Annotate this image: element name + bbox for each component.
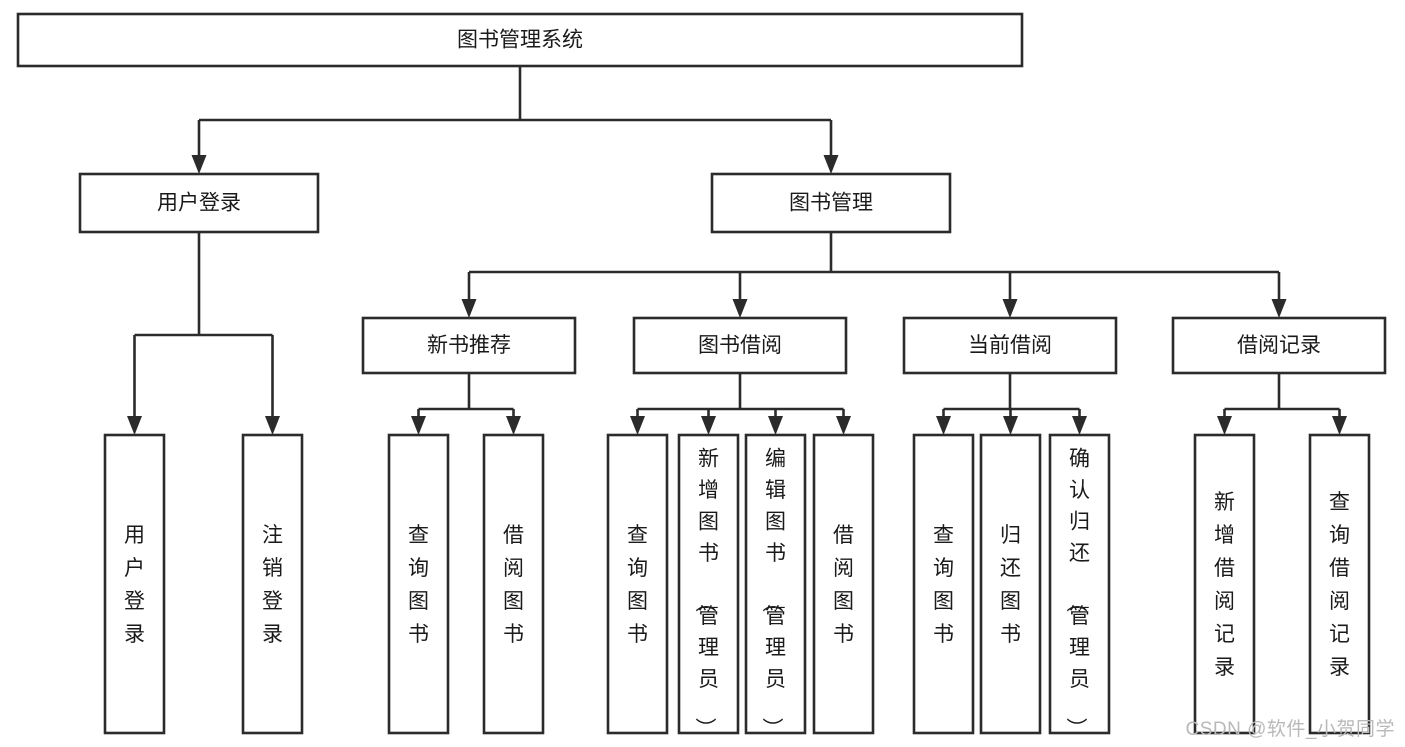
arrow-head-icon xyxy=(836,416,851,435)
node-label-book-borrow: 图书借阅 xyxy=(698,334,782,357)
arrow-head-icon xyxy=(1003,416,1018,435)
node-book-manage[interactable]: 图书管理 xyxy=(710,172,952,234)
arrow-head-icon xyxy=(768,416,783,435)
node-box-query-book-1[interactable] xyxy=(387,433,450,735)
node-root[interactable]: 图书管理系统 xyxy=(16,12,1024,68)
node-borrow-book-2[interactable]: 借阅图书 xyxy=(812,433,875,735)
arrow-head-icon xyxy=(732,299,748,318)
node-label-add-book-admin: 新增图书（管理员） xyxy=(693,447,719,738)
node-box-borrow-book-1[interactable] xyxy=(482,433,545,735)
node-label-query-book-2: 查询图书 xyxy=(627,524,648,646)
node-borrow-book-1[interactable]: 借阅图书 xyxy=(482,433,545,735)
node-query-book-1[interactable]: 查询图书 xyxy=(387,433,450,735)
node-box-borrow-record[interactable] xyxy=(1171,316,1387,375)
node-add-book-admin[interactable]: 新增图书（管理员） xyxy=(677,433,740,738)
node-query-book-3[interactable]: 查询图书 xyxy=(912,433,975,735)
arrow-head-icon xyxy=(1002,299,1018,318)
arrow-head-icon xyxy=(127,416,142,435)
arrow-head-icon xyxy=(1271,299,1287,318)
node-user-login-do[interactable]: 用户登录 xyxy=(103,433,166,735)
node-box-borrow-book-2[interactable] xyxy=(812,433,875,735)
node-label-borrow-book-1: 借阅图书 xyxy=(503,524,524,646)
node-new-book-recommend[interactable]: 新书推荐 xyxy=(361,316,577,375)
node-label-add-borrow-record: 新增借阅记录 xyxy=(1214,491,1235,679)
node-query-borrow-record[interactable]: 查询借阅记录 xyxy=(1308,433,1371,735)
node-label-root: 图书管理系统 xyxy=(457,29,583,52)
node-label-current-borrow: 当前借阅 xyxy=(968,334,1052,357)
node-edit-book-admin[interactable]: 编辑图书（管理员） xyxy=(744,433,807,738)
node-box-user-logout[interactable] xyxy=(241,433,304,735)
node-box-query-borrow-record[interactable] xyxy=(1308,433,1371,735)
arrow-head-icon xyxy=(191,155,207,174)
node-box-book-borrow[interactable] xyxy=(632,316,848,375)
node-label-query-borrow-record: 查询借阅记录 xyxy=(1329,491,1350,679)
node-box-new-book-recommend[interactable] xyxy=(361,316,577,375)
node-current-borrow[interactable]: 当前借阅 xyxy=(902,316,1118,375)
node-confirm-return-admin[interactable]: 确认归还（管理员） xyxy=(1048,433,1111,738)
node-box-return-book[interactable] xyxy=(979,433,1042,735)
node-add-borrow-record[interactable]: 新增借阅记录 xyxy=(1193,433,1256,735)
arrow-head-icon xyxy=(506,416,521,435)
arrow-head-icon xyxy=(701,416,716,435)
node-box-add-book-admin[interactable] xyxy=(677,433,740,735)
arrow-head-icon xyxy=(411,416,426,435)
node-box-current-borrow[interactable] xyxy=(902,316,1118,375)
node-box-book-manage[interactable] xyxy=(710,172,952,234)
arrow-head-icon xyxy=(461,299,477,318)
arrow-head-icon xyxy=(630,416,645,435)
node-label-user-login-do: 用户登录 xyxy=(124,524,145,646)
node-box-edit-book-admin[interactable] xyxy=(744,433,807,735)
node-label-query-book-1: 查询图书 xyxy=(408,524,429,646)
arrow-head-icon xyxy=(936,416,951,435)
node-label-confirm-return-admin: 确认归还（管理员） xyxy=(1064,447,1090,738)
csdn-watermark: CSDN @软件_小贺同学 xyxy=(1185,719,1395,740)
node-box-user-login[interactable] xyxy=(78,172,320,234)
node-label-borrow-record: 借阅记录 xyxy=(1237,334,1321,357)
arrow-head-icon xyxy=(823,155,839,174)
node-box-confirm-return-admin[interactable] xyxy=(1048,433,1111,735)
node-book-borrow[interactable]: 图书借阅 xyxy=(632,316,848,375)
node-label-return-book: 归还图书 xyxy=(1000,524,1021,646)
node-label-new-book-recommend: 新书推荐 xyxy=(427,334,511,357)
arrow-head-icon xyxy=(1072,416,1087,435)
node-user-login[interactable]: 用户登录 xyxy=(78,172,320,234)
node-box-add-borrow-record[interactable] xyxy=(1193,433,1256,735)
node-box-query-book-3[interactable] xyxy=(912,433,975,735)
node-label-user-logout: 注销登录 xyxy=(262,524,283,646)
arrow-head-icon xyxy=(265,416,280,435)
connector-layer xyxy=(127,66,1347,435)
node-label-query-book-3: 查询图书 xyxy=(933,524,954,646)
node-query-book-2[interactable]: 查询图书 xyxy=(606,433,669,735)
arrow-head-icon xyxy=(1217,416,1232,435)
node-label-book-manage: 图书管理 xyxy=(789,192,873,215)
node-borrow-record[interactable]: 借阅记录 xyxy=(1171,316,1387,375)
arrow-head-icon xyxy=(1332,416,1347,435)
node-label-user-login: 用户登录 xyxy=(157,192,241,215)
node-layer: 图书管理系统用户登录用户登录注销登录图书管理新书推荐查询图书借阅图书图书借阅查询… xyxy=(16,12,1387,738)
node-box-query-book-2[interactable] xyxy=(606,433,669,735)
node-box-user-login-do[interactable] xyxy=(103,433,166,735)
node-return-book[interactable]: 归还图书 xyxy=(979,433,1042,735)
node-label-edit-book-admin: 编辑图书（管理员） xyxy=(760,447,786,738)
node-box-root[interactable] xyxy=(16,12,1024,68)
node-label-borrow-book-2: 借阅图书 xyxy=(833,524,854,646)
node-user-logout[interactable]: 注销登录 xyxy=(241,433,304,735)
